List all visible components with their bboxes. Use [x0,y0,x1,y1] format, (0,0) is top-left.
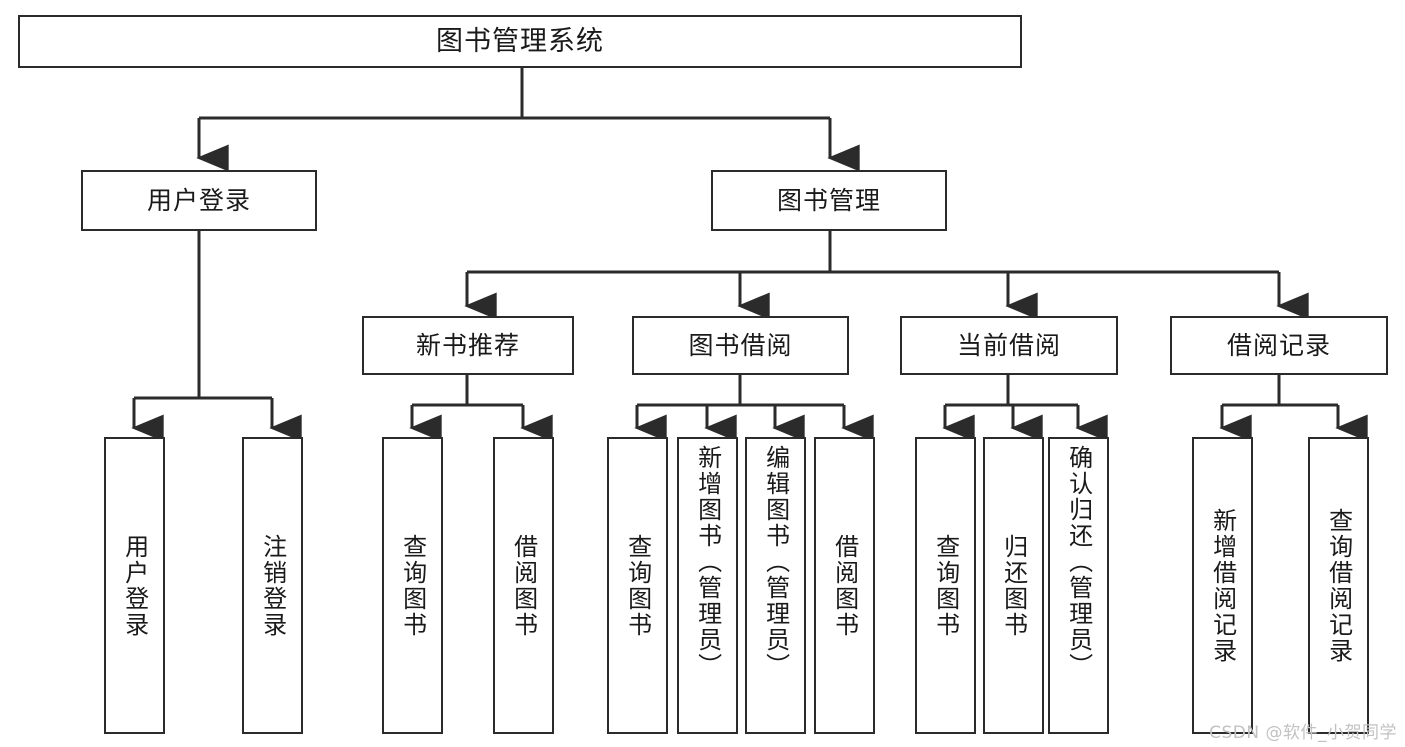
leaf-query-book-recommend-label: 查询图书 [398,533,427,638]
leaf-query-borrow-record-label: 查询借阅记录 [1324,507,1353,664]
leaf-user-login-label: 用户登录 [120,533,149,638]
leaf-add-book-admin-label: 新增图书（管理员） [693,445,722,679]
leaf-borrow-book-borrow-label: 借阅图书 [830,533,859,638]
node-user-login-label: 用户登录 [146,185,251,215]
leaf-borrow-book-recommend[interactable]: 借阅图书 [493,437,554,734]
leaf-add-borrow-record-label: 新增借阅记录 [1208,507,1237,664]
node-root-label: 图书管理系统 [436,25,604,57]
leaf-confirm-return-admin-label: 确认归还（管理员） [1064,445,1093,679]
leaf-edit-book-admin[interactable]: 编辑图书（管理员） [745,437,806,734]
leaf-query-borrow-record[interactable]: 查询借阅记录 [1308,437,1369,734]
node-book-management[interactable]: 图书管理 [711,170,947,231]
leaf-query-book-current-label: 查询图书 [931,533,960,638]
leaf-query-book-borrow[interactable]: 查询图书 [607,437,668,734]
leaf-logout-login[interactable]: 注销登录 [242,437,303,734]
leaf-borrow-book-borrow[interactable]: 借阅图书 [814,437,875,734]
node-user-login[interactable]: 用户登录 [81,170,317,231]
node-current-borrow-label: 当前借阅 [956,330,1061,360]
leaf-confirm-return-admin[interactable]: 确认归还（管理员） [1048,437,1109,734]
node-current-borrow[interactable]: 当前借阅 [900,316,1118,375]
leaf-query-book-recommend[interactable]: 查询图书 [382,437,443,734]
leaf-borrow-book-recommend-label: 借阅图书 [509,533,538,638]
node-root-system[interactable]: 图书管理系统 [18,15,1022,68]
node-book-borrow[interactable]: 图书借阅 [632,316,849,375]
node-book-management-label: 图书管理 [776,185,881,215]
node-new-book-recommend-label: 新书推荐 [415,330,520,360]
watermark: CSDN @软件_小贺同学 [1209,723,1397,743]
leaf-query-book-current[interactable]: 查询图书 [915,437,976,734]
leaf-return-book[interactable]: 归还图书 [983,437,1044,734]
node-book-borrow-label: 图书借阅 [688,330,793,360]
node-borrow-record-label: 借阅记录 [1226,330,1331,360]
leaf-edit-book-admin-label: 编辑图书（管理员） [761,445,790,679]
node-new-book-recommend[interactable]: 新书推荐 [362,316,574,375]
leaf-add-borrow-record[interactable]: 新增借阅记录 [1192,437,1253,734]
node-borrow-record[interactable]: 借阅记录 [1170,316,1388,375]
leaf-logout-login-label: 注销登录 [258,533,287,638]
leaf-query-book-borrow-label: 查询图书 [623,533,652,638]
leaf-user-login[interactable]: 用户登录 [104,437,165,734]
leaf-add-book-admin[interactable]: 新增图书（管理员） [677,437,738,734]
leaf-return-book-label: 归还图书 [999,533,1028,638]
